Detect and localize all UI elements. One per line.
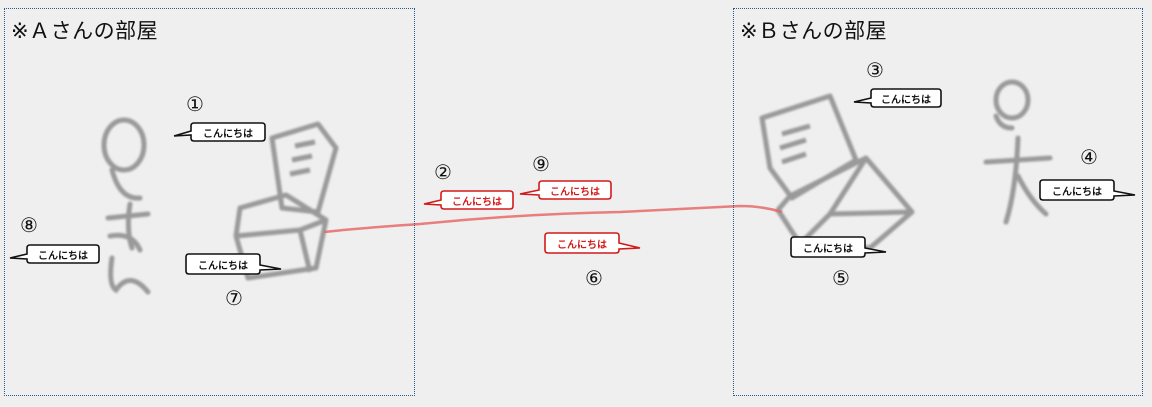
bubble-shape bbox=[853, 88, 942, 108]
step-number-1: ① bbox=[186, 92, 204, 116]
speech-bubble-1: こんにちは bbox=[172, 120, 268, 144]
speech-bubble-5: こんにちは bbox=[789, 234, 889, 260]
bubble-shape bbox=[519, 180, 612, 200]
bubble-text: こんにちは bbox=[557, 240, 607, 251]
step-number-2: ② bbox=[434, 160, 452, 184]
bubble-text: こんにちは bbox=[452, 197, 502, 208]
bubble-shape bbox=[173, 122, 266, 142]
bubble-text: こんにちは bbox=[1052, 187, 1102, 198]
speech-bubble-9: こんにちは bbox=[518, 178, 614, 202]
bubble-text: こんにちは bbox=[881, 95, 931, 106]
step-number-3: ③ bbox=[866, 58, 884, 82]
step-number-8: ⑧ bbox=[20, 213, 38, 237]
bubble-text: こんにちは bbox=[38, 251, 88, 262]
bubble-shape bbox=[423, 190, 514, 210]
speech-bubble-4: こんにちは bbox=[1038, 177, 1138, 203]
step-number-7: ⑦ bbox=[225, 286, 243, 310]
speech-bubble-8: こんにちは bbox=[8, 242, 102, 266]
room-a-frame: ※Ａさんの部屋 bbox=[4, 8, 415, 396]
room-b-frame: ※Ｂさんの部屋 bbox=[733, 8, 1143, 396]
person-b-sketch bbox=[983, 79, 1053, 225]
person-a-sketch bbox=[101, 117, 151, 295]
bubble-text: こんにちは bbox=[198, 261, 248, 272]
room-b-title: ※Ｂさんの部屋 bbox=[740, 19, 888, 43]
bubble-shape bbox=[544, 232, 641, 254]
step-number-5: ⑤ bbox=[832, 266, 850, 290]
step-number-4: ④ bbox=[1080, 145, 1098, 169]
bubble-shape bbox=[9, 244, 100, 264]
speech-bubble-2: こんにちは bbox=[422, 188, 516, 212]
step-number-6: ⑥ bbox=[585, 266, 603, 290]
computer-a-sketch bbox=[233, 121, 339, 281]
bubble-shape bbox=[790, 236, 887, 258]
bubble-text: こんにちは bbox=[803, 244, 853, 255]
step-number-9: ⑨ bbox=[532, 152, 550, 176]
speech-bubble-6: こんにちは bbox=[543, 230, 643, 256]
bubble-shape bbox=[1039, 179, 1136, 201]
network-cable bbox=[323, 204, 783, 234]
speech-bubble-7: こんにちは bbox=[184, 251, 284, 277]
bubble-text: こんにちは bbox=[203, 129, 253, 140]
bubble-text: こんにちは bbox=[550, 187, 600, 198]
bubble-shape bbox=[185, 253, 282, 275]
speech-bubble-3: こんにちは bbox=[852, 86, 944, 110]
room-a-title: ※Ａさんの部屋 bbox=[11, 19, 159, 43]
